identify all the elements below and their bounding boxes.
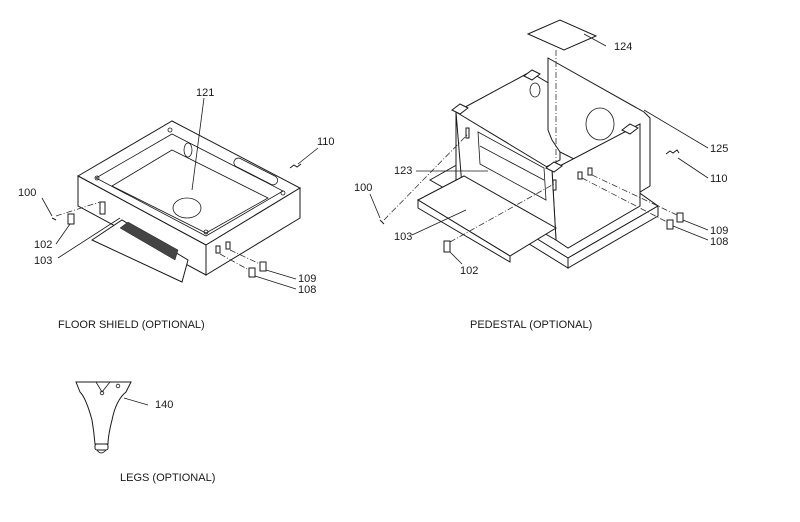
floor-shield-part-108 bbox=[248, 267, 256, 278]
floor-shield-floor bbox=[111, 149, 269, 234]
pedestal-front-left-wall bbox=[455, 111, 557, 241]
callout-124: 124 bbox=[614, 41, 632, 53]
pedestal-assembly: 124 125 110 123 100 103 102 109 108 PEDE… bbox=[354, 19, 728, 331]
callout-103: 103 bbox=[34, 255, 52, 267]
pedestal-part-109 bbox=[676, 212, 684, 223]
floor-shield-slot bbox=[233, 157, 279, 186]
legs-assembly: 140 LEGS (OPTIONAL) bbox=[75, 381, 215, 484]
floor-shield-assembly: 121 110 100 102 103 109 108 FLOOR SHIELD… bbox=[18, 87, 335, 331]
callout-110-pedestal: 110 bbox=[710, 173, 728, 185]
legs-caption: LEGS (OPTIONAL) bbox=[120, 472, 215, 484]
callout-100-pedestal: 100 bbox=[354, 182, 372, 194]
floor-shield-knockout bbox=[183, 142, 193, 158]
callout-121: 121 bbox=[196, 87, 214, 99]
leg-140 bbox=[75, 381, 132, 445]
pedestal-panel-124 bbox=[526, 19, 598, 51]
callout-123: 123 bbox=[394, 165, 412, 177]
floor-shield-vent-103 bbox=[90, 219, 189, 283]
floor-shield-caption: FLOOR SHIELD (OPTIONAL) bbox=[58, 319, 205, 331]
callout-110: 110 bbox=[317, 136, 335, 148]
callout-108: 108 bbox=[298, 284, 316, 296]
pedestal-base-right bbox=[567, 205, 659, 269]
pedestal-part-108 bbox=[666, 219, 674, 230]
callout-108-pedestal: 108 bbox=[710, 236, 728, 248]
floor-shield-part-109 bbox=[259, 261, 267, 272]
callout-103-pedestal: 103 bbox=[394, 231, 412, 243]
callout-125: 125 bbox=[710, 143, 728, 155]
callout-102: 102 bbox=[34, 239, 52, 251]
pedestal-back-hole bbox=[585, 107, 615, 141]
callout-140: 140 bbox=[155, 399, 173, 411]
floor-shield-part-110 bbox=[289, 163, 302, 169]
pedestal-caption: PEDESTAL (OPTIONAL) bbox=[470, 319, 592, 331]
pedestal-screw-100 bbox=[379, 219, 385, 225]
callout-102-pedestal: 102 bbox=[460, 265, 478, 277]
callout-109: 109 bbox=[298, 273, 316, 285]
floor-shield-part-102 bbox=[67, 213, 75, 225]
callout-109-pedestal: 109 bbox=[710, 225, 728, 237]
pedestal-opening-123 bbox=[477, 131, 547, 201]
floor-shield-screw-100 bbox=[51, 217, 57, 221]
floor-shield-right-wall bbox=[205, 187, 301, 276]
pedestal-part-102 bbox=[443, 240, 451, 253]
floor-shield-grille bbox=[119, 221, 179, 261]
pedestal-part-110 bbox=[665, 149, 680, 155]
floor-shield-center-hole bbox=[172, 197, 202, 219]
callout-100: 100 bbox=[18, 187, 36, 199]
